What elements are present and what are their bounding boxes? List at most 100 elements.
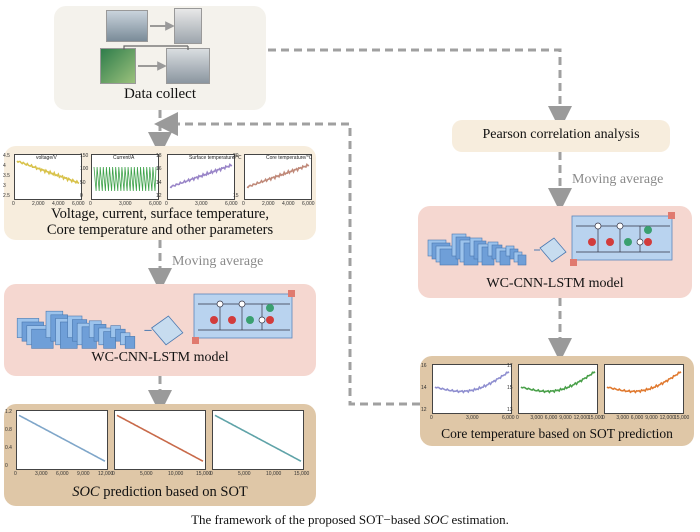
x-tick-label: 0 xyxy=(112,471,115,477)
x-tick-label: 0 xyxy=(516,415,519,421)
mini-plot xyxy=(432,364,512,414)
cnn-layer xyxy=(124,336,136,349)
mini-plot xyxy=(212,410,304,470)
flatten-layer xyxy=(539,237,567,263)
x-tick-label: 15,000 xyxy=(674,415,690,421)
mini-plot xyxy=(244,154,312,200)
x-tick-label: 4,000 xyxy=(282,201,295,207)
x-tick-label: 0 xyxy=(242,201,245,207)
x-tick-label: 3,000 xyxy=(616,415,629,421)
x-tick-label: 6,000 xyxy=(502,415,515,421)
lstm-gate xyxy=(210,316,218,324)
mini-plot xyxy=(114,410,206,470)
plot-line xyxy=(606,371,682,394)
lstm-cell xyxy=(193,293,293,339)
x-tick-label: 0 xyxy=(165,201,168,207)
plot-line xyxy=(214,414,302,462)
x-tick-label: 2,000 xyxy=(262,201,275,207)
y-tick-label: 0 xyxy=(5,463,8,469)
moving-average-left-label: Moving average xyxy=(172,254,264,269)
plot-series xyxy=(246,163,310,189)
lstm-diagram-left xyxy=(192,290,295,344)
cnn-diagram-left xyxy=(16,310,184,349)
x-tick-label: 6,000 xyxy=(149,201,162,207)
model-right-box: WC-CNN-LSTM model xyxy=(418,206,692,298)
x-tick-label: 0 xyxy=(210,471,213,477)
x-tick-label: 0 xyxy=(602,415,605,421)
y-tick-label: 100 xyxy=(80,166,89,173)
plot-series xyxy=(520,371,596,394)
figure-caption: The framework of the proposed SOT−based … xyxy=(0,512,700,528)
y-tick-label: 0.4 xyxy=(5,445,12,451)
lstm-gate xyxy=(246,316,254,324)
caption-prefix: The framework of the proposed SOT−based xyxy=(191,512,424,527)
x-tick-label: 9,000 xyxy=(645,415,658,421)
pearson-label: Pearson correlation analysis xyxy=(482,127,640,142)
y-tick-label: 3.5 xyxy=(3,173,10,179)
x-tick-label: 9,000 xyxy=(77,471,90,477)
caption-italic: SOC xyxy=(423,512,449,527)
x-tick-label: 2,000 xyxy=(32,201,45,207)
y-tick-label: 0.8 xyxy=(5,427,12,433)
y-tick-label: 50 xyxy=(80,179,86,186)
arrow-core-back-to-params xyxy=(154,112,420,406)
x-tick-label: 4,000 xyxy=(52,201,65,207)
flatten-layer xyxy=(151,315,184,346)
lstm-gate xyxy=(644,238,652,246)
plot-line xyxy=(520,371,596,394)
x-tick-label: 6,000 xyxy=(544,415,558,421)
y-tick-label: 13 xyxy=(507,407,513,413)
plot-series xyxy=(18,414,106,462)
lstm-gate xyxy=(606,238,614,246)
x-tick-label: 6,000 xyxy=(630,415,644,421)
data-collect-label: Data collect xyxy=(123,86,197,102)
x-tick-label: 0 xyxy=(430,415,433,421)
lstm-gate xyxy=(266,316,274,324)
x-tick-label: 6,000 xyxy=(56,471,69,477)
y-tick-label: 18 xyxy=(156,153,162,159)
plot-title: Surface temperature/℃ xyxy=(189,155,242,161)
plot-series xyxy=(93,166,157,192)
x-tick-label: 3,000 xyxy=(195,201,208,207)
x-tick-label: 9,000 xyxy=(559,415,572,421)
mini-plot xyxy=(604,364,684,414)
y-tick-label: 12 xyxy=(156,193,162,199)
lstm-gate xyxy=(644,226,652,234)
y-tick-label: 15 xyxy=(233,193,239,199)
x-tick-label: 0 xyxy=(12,201,15,207)
mini-plot xyxy=(167,154,235,200)
y-tick-label: 1.2 xyxy=(5,409,12,415)
lstm-gate xyxy=(588,238,596,246)
cnn-layer xyxy=(517,254,527,266)
circuit-board-photo xyxy=(100,48,136,84)
arrow-collect-to-pearson xyxy=(268,48,572,130)
x-tick-label: 3,000 xyxy=(530,415,543,421)
x-tick-label: 6,000 xyxy=(72,201,85,207)
plot-line xyxy=(93,166,157,192)
parameters-label-line2: Core temperature and other parameters xyxy=(46,222,274,238)
plot-series xyxy=(434,371,510,394)
plot-series xyxy=(116,414,204,462)
y-tick-label: 17 xyxy=(507,363,513,369)
plot-line xyxy=(246,163,310,189)
core-label: Core temperature based on SOT prediction xyxy=(441,426,673,441)
mini-plot xyxy=(14,154,82,200)
lstm-gate xyxy=(266,304,274,312)
lstm-cell xyxy=(571,215,673,261)
y-tick-label: 4 xyxy=(3,163,6,169)
y-tick-label: 0 xyxy=(80,193,83,199)
y-tick-label: 4.5 xyxy=(3,153,10,159)
plot-title: Current/A xyxy=(113,155,135,161)
plot-series xyxy=(214,414,302,462)
cnn-diagram-right xyxy=(427,233,567,266)
x-tick-label: 3,000 xyxy=(466,415,479,421)
x-tick-label: 6,000 xyxy=(225,201,238,207)
y-tick-label: 2.5 xyxy=(3,193,10,199)
y-tick-label: 15 xyxy=(507,385,513,391)
x-tick-label: 5,000 xyxy=(238,471,251,477)
y-tick-label: 16 xyxy=(156,166,162,173)
x-tick-label: 12,000 xyxy=(659,415,675,421)
